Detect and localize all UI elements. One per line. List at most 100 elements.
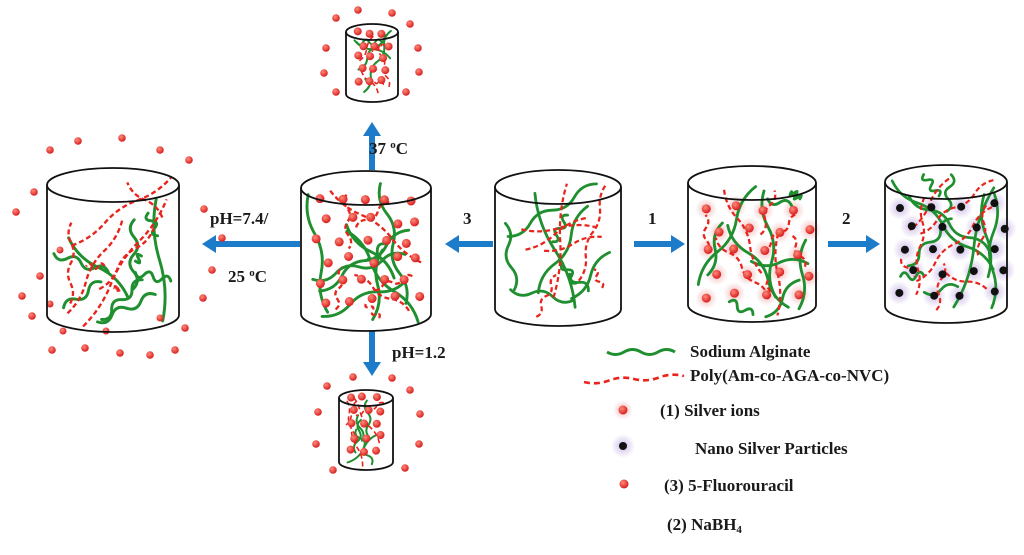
- label-25c: 25 oC: [228, 267, 268, 286]
- released-drug-particle: [208, 266, 216, 274]
- drug-particle: [372, 446, 381, 455]
- released-drug-particle: [349, 373, 357, 381]
- released-drug-particle: [406, 20, 414, 28]
- drug-particle: [321, 214, 331, 224]
- silver-ion: [762, 290, 772, 300]
- released-drug-particle: [199, 294, 207, 302]
- hydrogel-drug-loaded: [300, 170, 432, 332]
- released-drug-particle: [406, 386, 414, 394]
- drug-particle: [370, 42, 379, 51]
- legend: [583, 348, 685, 489]
- drug-particle: [376, 431, 385, 440]
- nano-silver-particle: [972, 223, 981, 232]
- label-step-3: 3: [463, 209, 472, 228]
- silver-ion: [729, 288, 739, 298]
- released-drug-particle: [46, 146, 54, 154]
- legend-poly: Poly(Am-co-AGA-co-NVC): [690, 366, 890, 385]
- drug-particle: [156, 314, 164, 322]
- silver-ion: [729, 244, 739, 254]
- released-drug-particle: [312, 440, 320, 448]
- released-drug-particle: [314, 408, 322, 416]
- drug-particle: [381, 66, 390, 75]
- arrow-down-ph: [363, 328, 381, 376]
- drug-particle: [346, 445, 355, 454]
- released-drug-particle: [332, 88, 340, 96]
- legend-fluorouracil: (3) 5-Fluorouracil: [664, 476, 794, 495]
- released-drug-particle: [415, 440, 423, 448]
- nano-silver-particle: [955, 291, 964, 300]
- silver-ion: [703, 244, 713, 254]
- legend-nano-silver: Nano Silver Particles: [695, 439, 848, 458]
- drug-particle: [354, 77, 363, 86]
- nano-silver-particle: [956, 245, 965, 254]
- nano-silver-particle: [999, 266, 1008, 275]
- silver-ion: [805, 225, 815, 235]
- released-drug-particle: [36, 272, 44, 280]
- drug-particle: [363, 235, 373, 245]
- drug-particle: [359, 447, 368, 456]
- drug-particle: [366, 52, 375, 61]
- legend-drug-dot: [619, 479, 629, 489]
- nano-silver-particle: [938, 270, 947, 279]
- nano-silver-particle: [909, 266, 918, 275]
- released-drug-particle: [81, 344, 89, 352]
- silver-ion: [794, 290, 804, 300]
- released-drug-particle: [156, 146, 164, 154]
- drug-particle: [59, 327, 67, 335]
- drug-particle: [357, 392, 366, 401]
- drug-particle: [344, 297, 354, 307]
- released-drug-particle: [320, 69, 328, 77]
- legend-poly-line: [583, 373, 685, 385]
- drug-particle: [393, 219, 403, 229]
- nano-silver-particle: [957, 202, 966, 211]
- released-drug-particle: [18, 292, 26, 300]
- released-drug-particle: [118, 134, 126, 142]
- drug-particle: [338, 194, 348, 204]
- arrow-step-2: [828, 235, 880, 253]
- drug-particle: [349, 405, 358, 414]
- drug-particle: [358, 64, 367, 73]
- drug-particle: [379, 54, 388, 63]
- released-drug-particle: [388, 9, 396, 17]
- legend-sodium-alginate: Sodium Alginate: [690, 342, 811, 361]
- released-drug-particle: [388, 374, 396, 382]
- drug-particle: [362, 434, 371, 443]
- drug-particle: [323, 258, 333, 268]
- released-drug-particle: [28, 312, 36, 320]
- label-ph-7-4: pH=7.4/: [210, 209, 269, 228]
- nano-silver-particle: [927, 203, 936, 212]
- silver-ion: [744, 223, 754, 233]
- released-drug-particle: [171, 346, 179, 354]
- silver-ion: [793, 250, 803, 260]
- drug-particle: [372, 419, 381, 428]
- drug-particle: [365, 77, 374, 86]
- drug-particle: [46, 300, 54, 308]
- drug-particle: [353, 27, 362, 36]
- nano-silver-particle: [990, 245, 999, 254]
- drug-particle: [347, 393, 356, 402]
- drug-particle: [377, 29, 386, 38]
- released-drug-particle: [401, 464, 409, 472]
- nano-silver-particle: [990, 287, 999, 296]
- drug-particle: [367, 294, 377, 304]
- silver-ion: [712, 269, 722, 279]
- drug-particle: [334, 237, 344, 247]
- released-drug-particle: [200, 205, 208, 213]
- label-step-2: 2: [842, 209, 851, 228]
- legend-silver-ion-dot: [618, 405, 628, 415]
- hydrogel-silver-ions: [687, 165, 821, 323]
- drug-particle: [399, 275, 409, 285]
- silver-ion: [760, 246, 770, 256]
- drug-particle: [364, 406, 373, 415]
- released-drug-particle: [74, 137, 82, 145]
- drug-particle: [360, 195, 370, 205]
- drug-particle: [344, 251, 354, 261]
- drug-particle: [390, 291, 400, 301]
- drug-particle: [311, 234, 321, 244]
- released-drug-particle: [12, 208, 20, 216]
- released-drug-particle: [116, 349, 124, 357]
- drug-particle: [372, 393, 381, 402]
- drug-particle: [359, 42, 368, 51]
